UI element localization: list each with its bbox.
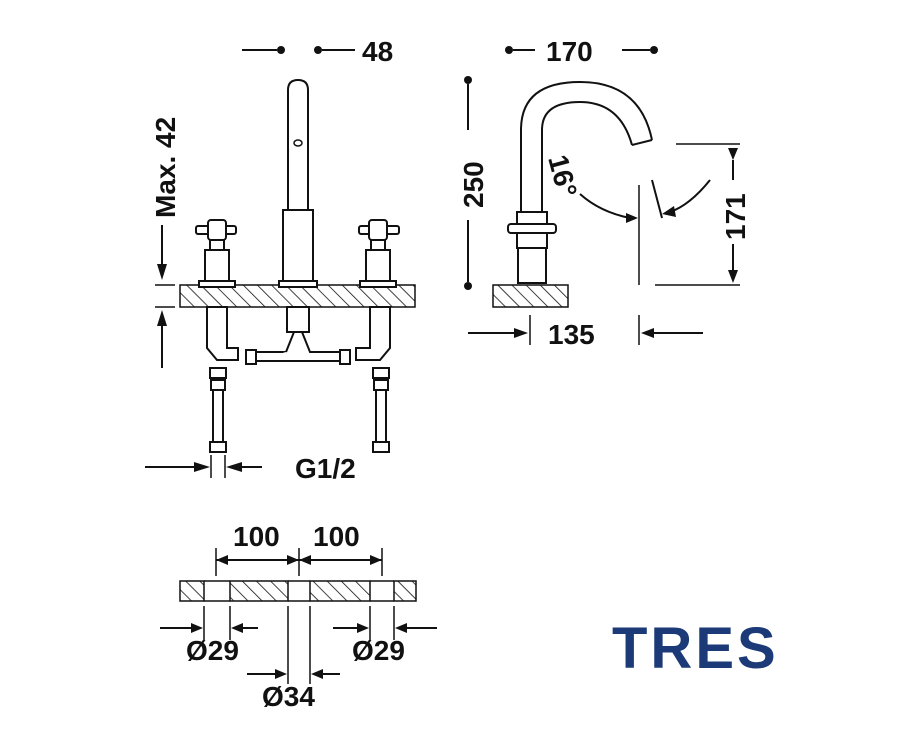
- dimension-171: 171: [655, 143, 751, 286]
- side-deck: [492, 284, 569, 308]
- dimension-170: 170: [505, 36, 658, 67]
- dim-16-label: 16°: [542, 152, 583, 201]
- dim-170-label: 170: [546, 36, 593, 67]
- dim-48-label: 48: [362, 36, 393, 67]
- dimension-hole-left: Ø29: [160, 606, 258, 666]
- dimension-16-degree: 16°: [542, 152, 711, 285]
- dimension-250: 250: [458, 76, 489, 290]
- logo-wordmark: TRES: [612, 616, 779, 681]
- dim-250-label: 250: [458, 161, 489, 208]
- dimension-center-distances: 100 100: [215, 521, 383, 576]
- dim-29-left-label: Ø29: [186, 635, 239, 666]
- dimension-hole-center: Ø34: [247, 606, 340, 712]
- dimension-g12: G1/2: [145, 453, 356, 484]
- dimension-hole-right: Ø29: [333, 606, 437, 666]
- dim-100-right-label: 100: [313, 521, 360, 552]
- dimension-135: 135: [468, 315, 703, 350]
- connecting-pipes: [245, 331, 351, 365]
- deck-cutout-view: 100 100 Ø29 Ø29: [160, 521, 437, 712]
- dim-135-label: 135: [548, 319, 595, 350]
- dim-max42-label: Max. 42: [150, 117, 181, 218]
- center-spout: [278, 78, 318, 333]
- left-handle: [195, 219, 239, 361]
- dim-g12-label: G1/2: [295, 453, 356, 484]
- dimension-48: 48: [242, 36, 393, 67]
- supply-hoses: [209, 367, 390, 453]
- gooseneck-spout: [507, 80, 653, 284]
- front-deck: [179, 284, 416, 308]
- right-handle: [355, 219, 400, 361]
- tres-logo: TRES: [612, 616, 779, 681]
- side-view: 170 250 16° 171: [458, 36, 751, 350]
- dim-171-label: 171: [720, 193, 751, 240]
- front-view: 48 Max. 42 G1/2: [145, 36, 416, 484]
- dimension-max-42: Max. 42: [150, 117, 181, 368]
- dim-100-left-label: 100: [233, 521, 280, 552]
- dim-34-label: Ø34: [262, 681, 315, 712]
- dim-29-right-label: Ø29: [352, 635, 405, 666]
